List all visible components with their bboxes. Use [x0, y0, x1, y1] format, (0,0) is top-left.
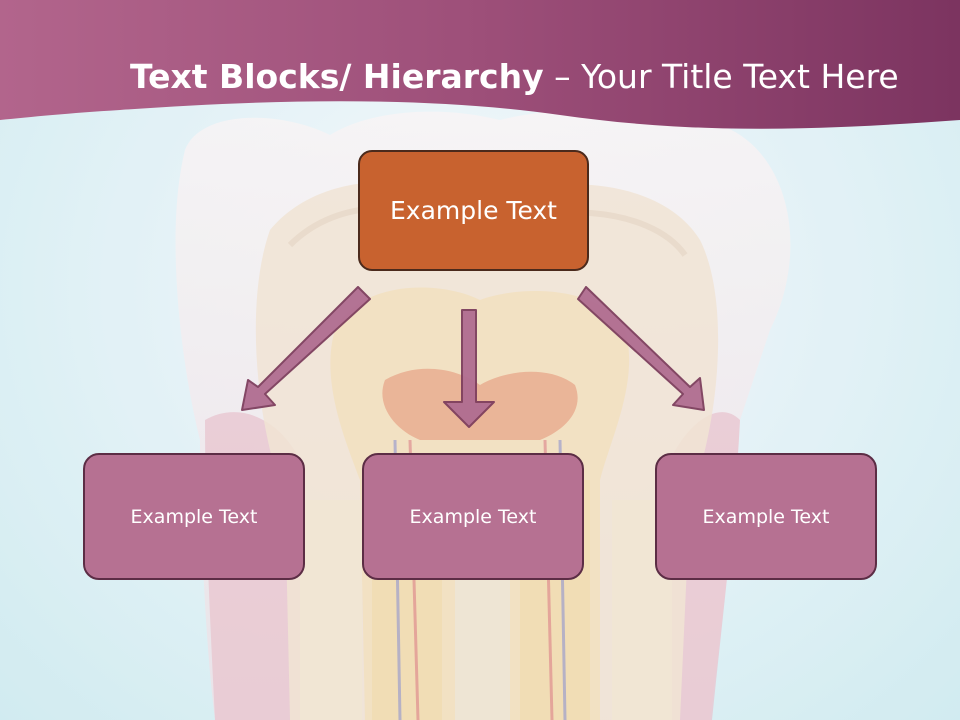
- arrow-right: [577, 286, 705, 411]
- top-box-text: Example Text: [390, 196, 557, 225]
- child-box-text: Example Text: [702, 505, 830, 528]
- header-band: [0, 0, 960, 129]
- title-bold-text: Text Blocks/ Hierarchy: [130, 57, 544, 96]
- hierarchy-child-box-right: Example Text: [655, 453, 877, 580]
- child-box-text: Example Text: [409, 505, 537, 528]
- arrow-center: [443, 309, 495, 428]
- child-box-text: Example Text: [130, 505, 258, 528]
- hierarchy-child-box-center: Example Text: [362, 453, 584, 580]
- slide-title: Text Blocks/ Hierarchy – Your Title Text…: [130, 52, 930, 102]
- title-rest-text: – Your Title Text Here: [543, 57, 899, 96]
- arrow-left: [241, 286, 371, 411]
- hierarchy-child-box-left: Example Text: [83, 453, 305, 580]
- hierarchy-top-box: Example Text: [358, 150, 589, 271]
